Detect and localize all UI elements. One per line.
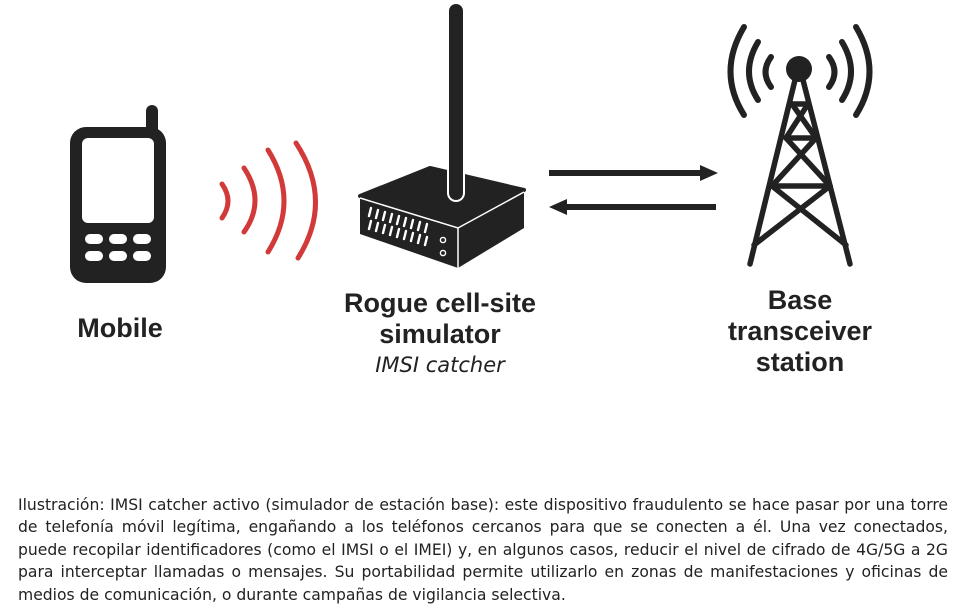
mobile-phone-icon <box>70 105 166 283</box>
wireless-signal-icon <box>219 140 318 261</box>
bidirectional-arrows-icon <box>549 165 718 215</box>
mobile-label: Mobile <box>77 313 163 343</box>
node-label-rogue: Rogue cell-site simulator IMSI catcher <box>320 288 560 380</box>
rogue-label-line1: Rogue cell-site <box>343 288 537 318</box>
rogue-label-line2: simulator <box>379 319 501 349</box>
router-device-icon <box>358 2 526 268</box>
bts-label-line2: transceiver <box>727 316 873 346</box>
bts-label-line1: Base <box>767 285 833 315</box>
diagram <box>70 2 873 283</box>
node-label-bts: Base transceiver station <box>700 285 900 378</box>
bts-label-line3: station <box>755 347 845 377</box>
rogue-sublabel: IMSI catcher <box>375 353 505 377</box>
node-label-mobile: Mobile <box>50 313 190 344</box>
cell-tower-icon <box>727 24 873 267</box>
figure-caption: Ilustración: IMSI catcher activo (simula… <box>18 495 948 604</box>
